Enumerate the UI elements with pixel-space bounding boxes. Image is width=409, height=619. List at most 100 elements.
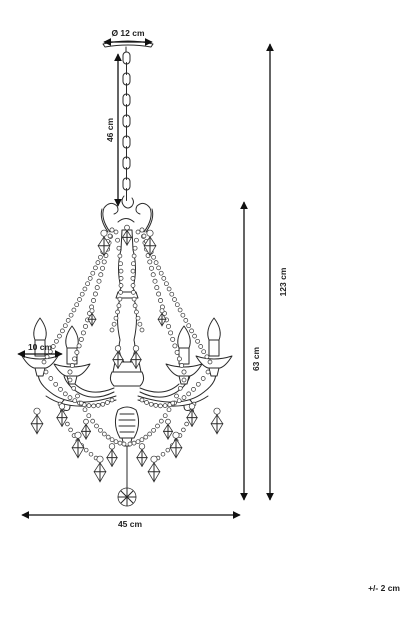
- bead: [195, 381, 201, 387]
- bead: [101, 431, 107, 437]
- bead: [74, 349, 80, 355]
- bead: [153, 260, 159, 265]
- bead: [160, 451, 166, 457]
- crystal-pendant: [121, 224, 133, 246]
- bead: [116, 303, 122, 309]
- bead: [180, 312, 186, 318]
- bead: [82, 407, 88, 413]
- bead: [50, 344, 56, 349]
- bead: [78, 336, 84, 342]
- bead: [85, 281, 90, 287]
- bead: [177, 385, 183, 391]
- bead: [205, 369, 211, 375]
- bead: [67, 377, 73, 383]
- bead: [109, 397, 115, 403]
- bead: [174, 349, 180, 355]
- chain-length-label: 46 cm: [105, 118, 115, 143]
- bead: [90, 418, 96, 424]
- bead: [172, 343, 178, 349]
- crystal-pendant: [136, 443, 148, 468]
- bead: [118, 290, 123, 295]
- candle-arm: [53, 325, 91, 385]
- bead: [144, 400, 149, 405]
- crystal-pendant: [71, 431, 85, 459]
- bead: [131, 290, 136, 295]
- bead: [174, 302, 180, 308]
- bead: [100, 265, 105, 271]
- bead: [166, 323, 171, 329]
- bead: [139, 227, 145, 233]
- bead: [177, 307, 183, 313]
- bead: [54, 338, 59, 344]
- bead: [131, 296, 137, 302]
- bead: [62, 323, 68, 329]
- crystal-pendant: [157, 308, 167, 327]
- bead: [207, 359, 213, 365]
- candle-arm: [21, 317, 59, 377]
- bead: [132, 303, 138, 309]
- bead: [75, 393, 80, 399]
- bead: [116, 245, 122, 251]
- tolerance-label: +/- 2 cm: [368, 583, 400, 593]
- bead: [121, 441, 127, 447]
- bead: [176, 398, 182, 404]
- bead: [117, 296, 123, 302]
- bead: [93, 265, 98, 271]
- body-height-label: 63 cm: [251, 347, 261, 372]
- bead: [137, 321, 143, 327]
- bead: [71, 307, 77, 313]
- bead: [152, 278, 158, 284]
- bead: [169, 291, 175, 297]
- bead: [189, 328, 194, 334]
- bottom-crystal-ball: [117, 445, 137, 507]
- bead: [181, 427, 186, 433]
- bead: [77, 297, 82, 302]
- bead: [86, 413, 92, 419]
- bead: [181, 369, 187, 375]
- bead: [95, 403, 101, 408]
- bead: [183, 318, 189, 323]
- bead: [135, 315, 141, 321]
- bead: [67, 395, 73, 400]
- bead: [186, 391, 192, 397]
- bead: [143, 434, 149, 440]
- bead: [156, 265, 161, 271]
- bead: [201, 349, 207, 355]
- bead: [76, 343, 82, 349]
- bead: [43, 369, 49, 375]
- bead: [78, 400, 84, 406]
- crystal-pendant: [162, 418, 174, 440]
- candle-width-label: 10 cm: [28, 342, 53, 352]
- bead: [179, 363, 185, 368]
- bead: [113, 315, 119, 321]
- bead: [148, 401, 154, 407]
- crystal-pendant: [93, 455, 107, 483]
- bead: [100, 401, 106, 407]
- bead: [164, 281, 169, 287]
- bead: [115, 237, 120, 243]
- bead: [117, 440, 123, 446]
- central-stem: [109, 229, 145, 447]
- bead: [139, 327, 145, 333]
- total-height-label: 123 cm: [278, 267, 288, 296]
- bead: [109, 327, 115, 333]
- top-scrolls: [100, 202, 154, 233]
- chandelier-drawing: [21, 40, 233, 507]
- bead: [181, 395, 187, 400]
- bead: [101, 259, 107, 265]
- bead: [127, 441, 133, 447]
- bead: [72, 356, 78, 362]
- bead: [98, 427, 103, 433]
- bead: [65, 318, 71, 323]
- crystal-pendant: [87, 308, 97, 327]
- bead: [154, 285, 160, 291]
- bead: [139, 397, 145, 403]
- bead: [91, 298, 96, 303]
- bead: [118, 276, 124, 281]
- bead: [107, 233, 113, 239]
- bead: [172, 297, 177, 302]
- bead: [135, 439, 141, 445]
- bead: [115, 309, 120, 315]
- bead: [72, 398, 78, 404]
